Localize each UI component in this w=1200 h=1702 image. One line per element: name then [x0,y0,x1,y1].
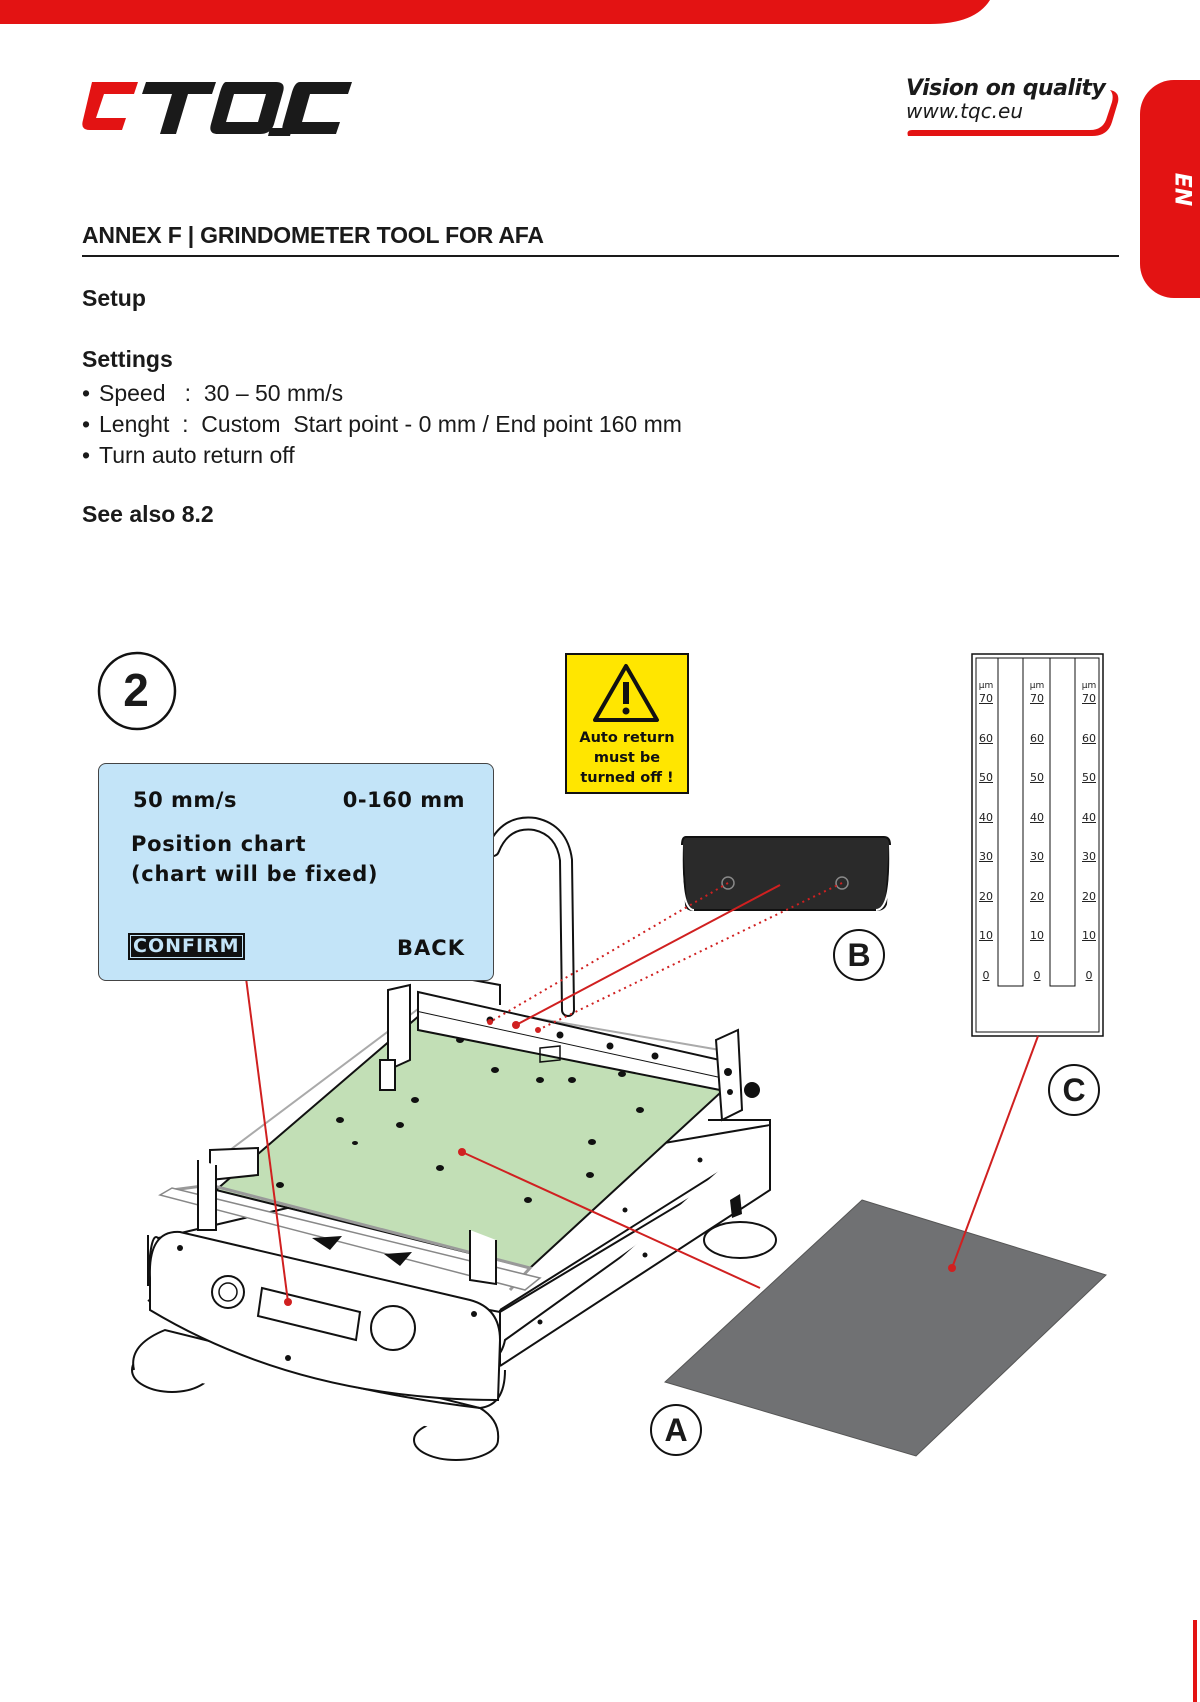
scale-tick-label: 60 [1030,731,1044,745]
control-dial [370,1305,416,1351]
warning-text: Auto return must be turned off ! [567,728,687,788]
top-banner [0,0,990,24]
warning-line-3: turned off ! [580,770,674,786]
tagline: Vision on quality www.tqc.eu [906,76,1126,123]
page-corner-mark [1193,1620,1197,1702]
scale-tick-label: 60 [979,731,993,745]
scale-tick-label: 20 [1030,889,1044,903]
scale-tick-label: 0 [1085,968,1093,982]
scale-tick-label: 50 [1082,771,1096,784]
settings-item-auto-return: Turn auto return off [82,440,682,471]
pointer-screen [245,977,289,1303]
screen-range: 0-160 mm [342,788,465,812]
tagline-url[interactable]: www.tqc.eu [906,99,1024,123]
screen-message-line-1: Position chart [131,832,307,856]
scale-tick-label: 30 [1082,850,1096,863]
warning-line-1: Auto return [579,730,675,746]
blade-holder [680,836,892,911]
screen-confirm-button[interactable]: CONFIRM [128,933,245,960]
scale-tick-label: 30 [1030,850,1044,863]
scale-tick-label: 60 [1082,731,1096,745]
scale-tick-label: 0 [982,968,990,982]
scale-tick-label: 50 [979,771,993,784]
label-c-circle [1048,1064,1100,1116]
scale-tick-label: 10 [1082,929,1096,942]
scale-unit-label: µm [1081,681,1097,691]
tagline-swoosh [907,90,1119,136]
screen-speed: 50 mm/s [133,788,237,812]
setup-heading: Setup [82,285,146,311]
applicator-illustration [97,651,1107,1461]
carriage-side-left [387,983,411,1072]
scale-tick-label: 10 [1030,929,1044,942]
grindometer-chart [664,1199,1107,1457]
speed-knob [211,1275,245,1309]
pointer-b-dotted-2 [537,882,843,1031]
pointer-b [515,884,781,1026]
scale-tick-label: 40 [1082,810,1096,824]
label-a: A [664,1412,688,1448]
page-title: ANNEX F | GRINDOMETER TOOL FOR AFA [82,222,544,248]
display-window [256,1286,362,1342]
language-tab[interactable] [1140,80,1200,298]
see-also-reference[interactable]: See also 8.2 [82,501,214,527]
pointer-a [461,1151,761,1289]
step-number: 2 [123,664,149,716]
label-b: B [847,937,871,973]
settings-list: Speed : 30 – 50 mm/s Lenght : Custom Sta… [82,378,682,471]
foot [703,1221,777,1259]
scale-tick-label: 20 [1082,889,1096,903]
screen-back-button[interactable]: BACK [397,936,465,960]
scale-tick-label: 40 [979,810,993,824]
settings-item-speed: Speed : 30 – 50 mm/s [82,378,682,409]
scale-tick-label: 70 [1030,692,1044,705]
tagline-slogan: Vision on quality [906,76,1106,101]
scale-tick-label: 30 [979,850,993,863]
step-circle [97,651,177,731]
pointer-b-dotted-1 [489,882,729,1023]
label-c: C [1062,1072,1086,1108]
label-b-circle [833,929,885,981]
scale-tick-label: 50 [1030,771,1044,784]
scale-tick-label: 70 [979,692,993,705]
device-screen: 50 mm/s 0-160 mm Position chart (chart w… [98,763,494,981]
scale-unit-label: µm [978,681,994,691]
scale-tick-label: 70 [1082,692,1096,705]
settings-item-length: Lenght : Custom Start point - 0 mm / End… [82,409,682,440]
title-divider [82,255,1119,257]
warning-line-2: must be [593,750,661,766]
language-tab-label: EN [1169,172,1195,207]
scale-unit-label: µm [1029,681,1045,691]
scale-tick-label: 10 [979,929,993,942]
pointer-c [951,1035,1039,1269]
cable [486,816,575,1017]
screen-message-line-2: (chart will be fixed) [131,862,379,886]
scale-tick-label: 20 [979,889,993,903]
tqc-logo [82,82,352,136]
grindometer-scale [971,653,1104,1037]
label-a-circle [650,1404,702,1456]
scale-tick-label: 0 [1033,968,1041,982]
scale-tick-label: 40 [1030,810,1044,824]
settings-heading: Settings [82,346,173,372]
